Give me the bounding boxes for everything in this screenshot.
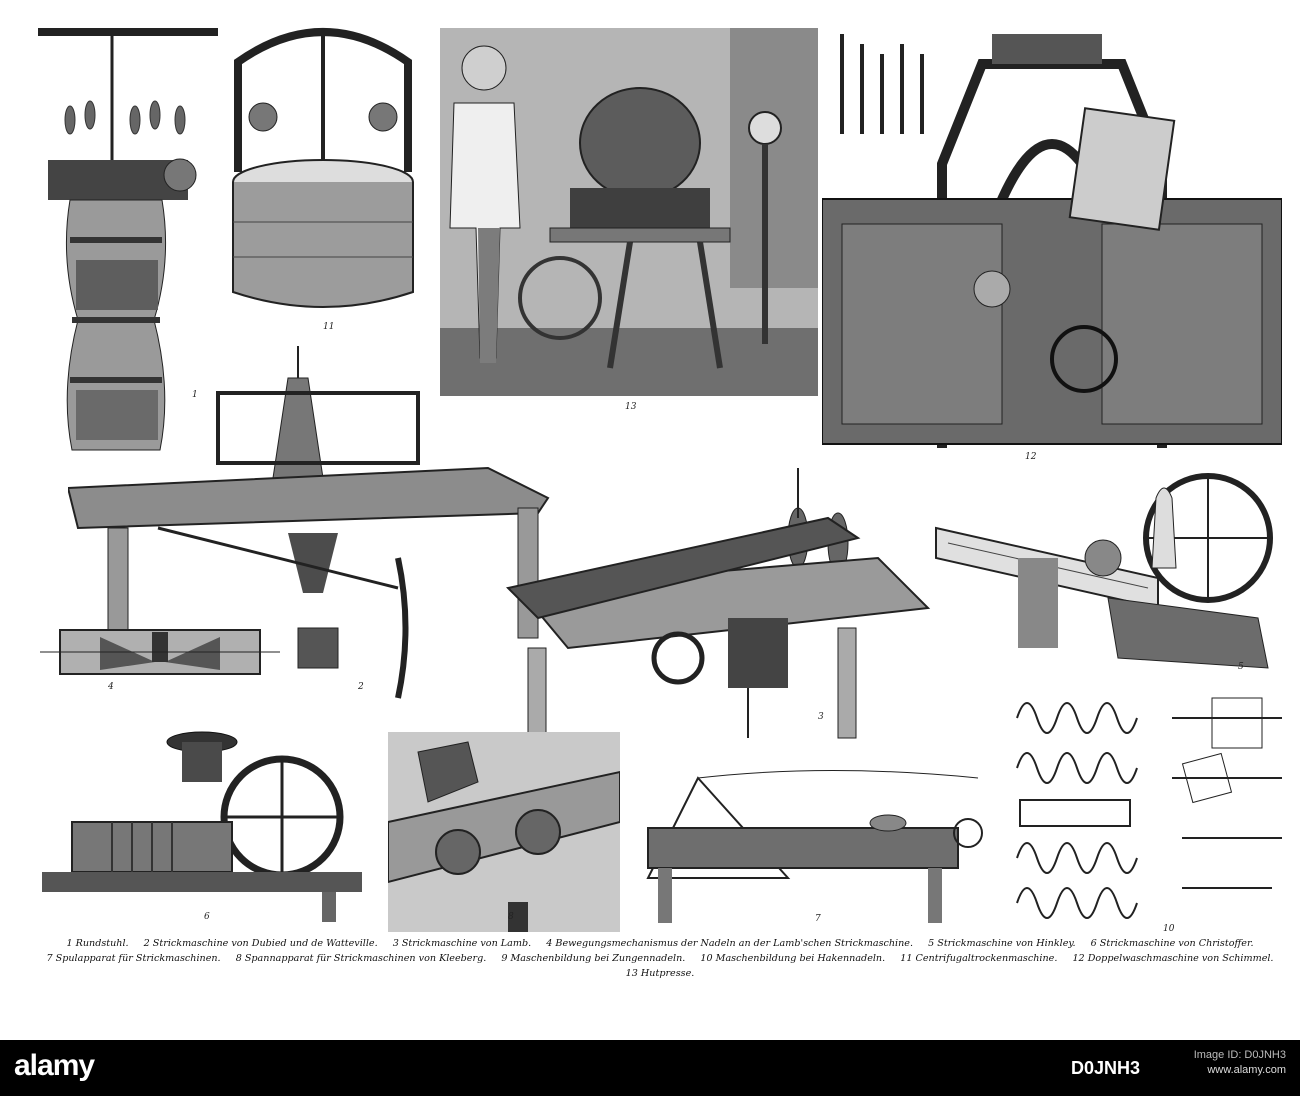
engraving-plate: 1 11 — [30, 20, 1290, 934]
hutpresse-drawing — [440, 28, 818, 396]
figure-number-5: 5 — [1238, 662, 1244, 672]
rundstuhl-drawing — [38, 28, 218, 451]
figure-number-13: 13 — [625, 402, 637, 412]
dubied-drawing — [68, 346, 550, 699]
mechanismus-drawing — [40, 629, 280, 675]
figure-number-7: 7 — [815, 914, 821, 924]
waschmaschine-drawing — [822, 34, 1282, 448]
caption-item: 12 Doppelwaschmaschine von Schimmel. — [1072, 953, 1274, 964]
figure-number-6: 6 — [204, 912, 210, 922]
spultisch-drawing — [646, 770, 983, 923]
figure-3-lamb — [488, 458, 938, 748]
figure-7-spulapparat-table — [628, 768, 1008, 928]
maschenbildung-drawing — [1016, 697, 1282, 919]
caption-item: 4 Bewegungsmechanismus der Nadeln an der… — [546, 938, 914, 949]
caption-item: 11 Centrifugaltrockenmaschine. — [900, 953, 1058, 964]
stock-url[interactable]: www.alamy.com — [1207, 1064, 1286, 1076]
caption-item: 5 Strickmaschine von Hinkley. — [928, 938, 1076, 949]
figure-number-11: 11 — [323, 322, 335, 332]
figure-number-8: 8 — [508, 912, 514, 922]
caption-item: 7 Spulapparat für Strickmaschinen. — [46, 953, 221, 964]
caption-item: 9 Maschenbildung bei Zungennadeln. — [501, 953, 686, 964]
caption-line-2: 7 Spulapparat für Strickmaschinen. 8 Spa… — [30, 951, 1290, 966]
figure-4-bewegungsmechanismus — [40, 622, 280, 682]
figure-12-doppelwaschmaschine — [822, 24, 1282, 448]
figure-2-dubied-watteville — [68, 338, 552, 718]
caption-item: 13 Hutpresse. — [625, 968, 695, 979]
image-id-large: D0JNH3 — [1070, 1058, 1140, 1078]
figure-number-12: 12 — [1025, 452, 1037, 462]
figure-6-spulapparat — [42, 722, 364, 930]
lamb-drawing — [505, 468, 931, 739]
figure-5-hinkley — [928, 448, 1278, 688]
figure-number-3: 3 — [818, 712, 824, 722]
figure-number-1: 1 — [192, 390, 198, 400]
figure-number-4: 4 — [108, 682, 114, 692]
caption-item: 8 Spannapparat für Strickmaschinen von K… — [235, 953, 487, 964]
hinkley-drawing — [935, 473, 1273, 669]
image-id-label: Image ID: D0JNH3 — [1193, 1049, 1286, 1061]
stock-watermark-bar: alamy D0JNH3 Image ID: D0JNH3 www.alamy.… — [0, 1040, 1300, 1096]
caption-line-3: 13 Hutpresse. — [30, 966, 1290, 981]
caption-item: 2 Strickmaschine von Dubied und de Watte… — [143, 938, 378, 949]
plate-caption: 1 Rundstuhl. 2 Strickmaschine von Dubied… — [30, 936, 1290, 981]
centrifuge-drawing — [232, 28, 414, 308]
figure-number-2: 2 — [358, 682, 364, 692]
caption-line-1: 1 Rundstuhl. 2 Strickmaschine von Dubied… — [30, 936, 1290, 951]
figure-9-10-maschenbildung — [1012, 688, 1290, 928]
figure-11-centrifuge — [218, 22, 428, 322]
figure-1-rundstuhl — [30, 20, 220, 460]
caption-item: 1 Rundstuhl. — [66, 938, 129, 949]
spannapparat-drawing — [388, 732, 620, 932]
alamy-logo: alamy — [14, 1049, 95, 1082]
caption-item: 6 Strickmaschine von Christoffer. — [1090, 938, 1254, 949]
stock-info: Image ID: D0JNH3 www.alamy.com — [1194, 1048, 1286, 1078]
figure-number-10: 10 — [1163, 924, 1175, 934]
caption-item: 10 Maschenbildung bei Hakennadeln. — [700, 953, 886, 964]
figure-13-hutpresse — [440, 28, 818, 396]
figure-8-spannapparat — [388, 732, 620, 932]
caption-item: 3 Strickmaschine von Lamb. — [392, 938, 532, 949]
spulapparat-drawing — [42, 731, 362, 922]
